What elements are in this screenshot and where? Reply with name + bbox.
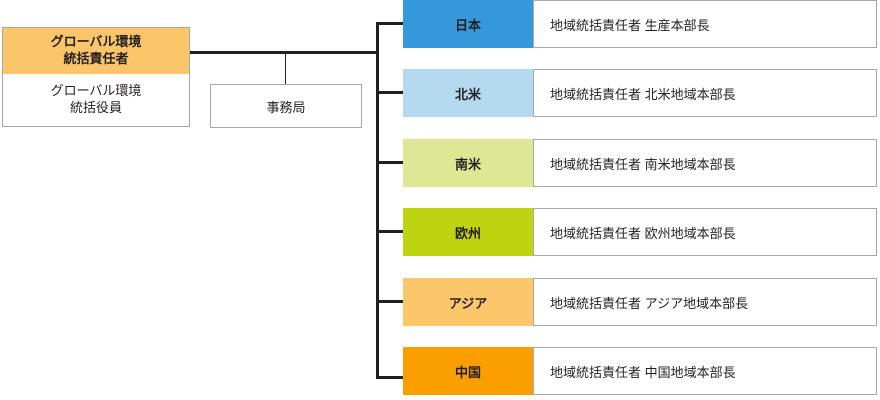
executive-subtitle: グローバル環境 統括役員 — [3, 74, 189, 126]
executive-title-line2: 統括責任者 — [63, 51, 129, 66]
region-row: 北米地域統括責任者 北米地域本部長 — [403, 69, 877, 117]
connector-to-secretariat — [285, 51, 286, 85]
executive-subtitle-line1: グローバル環境 — [50, 83, 142, 99]
secretariat-label: 事務局 — [266, 99, 306, 115]
connector-stub-日本 — [376, 22, 403, 25]
secretariat-box: 事務局 — [210, 84, 362, 128]
connector-stub-中国 — [376, 376, 403, 379]
region-name-北米: 北米 — [403, 69, 533, 117]
executive-title-line1: グローバル環境 — [50, 34, 142, 50]
executive-subtitle-line2: 統括役員 — [69, 100, 122, 115]
region-name-欧州: 欧州 — [403, 208, 533, 256]
region-row: 南米地域統括責任者 南米地域本部長 — [403, 139, 877, 187]
region-description-アジア: 地域統括責任者 アジア地域本部長 — [533, 278, 877, 326]
connector-executive-to-trunk — [190, 51, 379, 54]
region-name-日本: 日本 — [403, 0, 533, 48]
region-row: 日本地域統括責任者 生産本部長 — [403, 0, 877, 48]
region-row: 欧州地域統括責任者 欧州地域本部長 — [403, 208, 877, 256]
region-row: アジア地域統括責任者 アジア地域本部長 — [403, 278, 877, 326]
region-description-南米: 地域統括責任者 南米地域本部長 — [533, 139, 877, 187]
executive-box: グローバル環境 統括責任者 グローバル環境 統括役員 — [2, 27, 190, 127]
region-name-南米: 南米 — [403, 139, 533, 187]
connector-stub-北米 — [376, 91, 403, 94]
region-name-アジア: アジア — [403, 278, 533, 326]
region-description-北米: 地域統括責任者 北米地域本部長 — [533, 69, 877, 117]
region-description-中国: 地域統括責任者 中国地域本部長 — [533, 347, 877, 395]
region-name-中国: 中国 — [403, 347, 533, 395]
region-row: 中国地域統括責任者 中国地域本部長 — [403, 347, 877, 395]
region-description-欧州: 地域統括責任者 欧州地域本部長 — [533, 208, 877, 256]
region-description-日本: 地域統括責任者 生産本部長 — [533, 0, 877, 48]
connector-stub-欧州 — [376, 230, 403, 233]
connector-stub-アジア — [376, 300, 403, 303]
connector-stub-南米 — [376, 161, 403, 164]
executive-title: グローバル環境 統括責任者 — [3, 28, 189, 74]
connector-trunk-vertical — [376, 23, 379, 379]
